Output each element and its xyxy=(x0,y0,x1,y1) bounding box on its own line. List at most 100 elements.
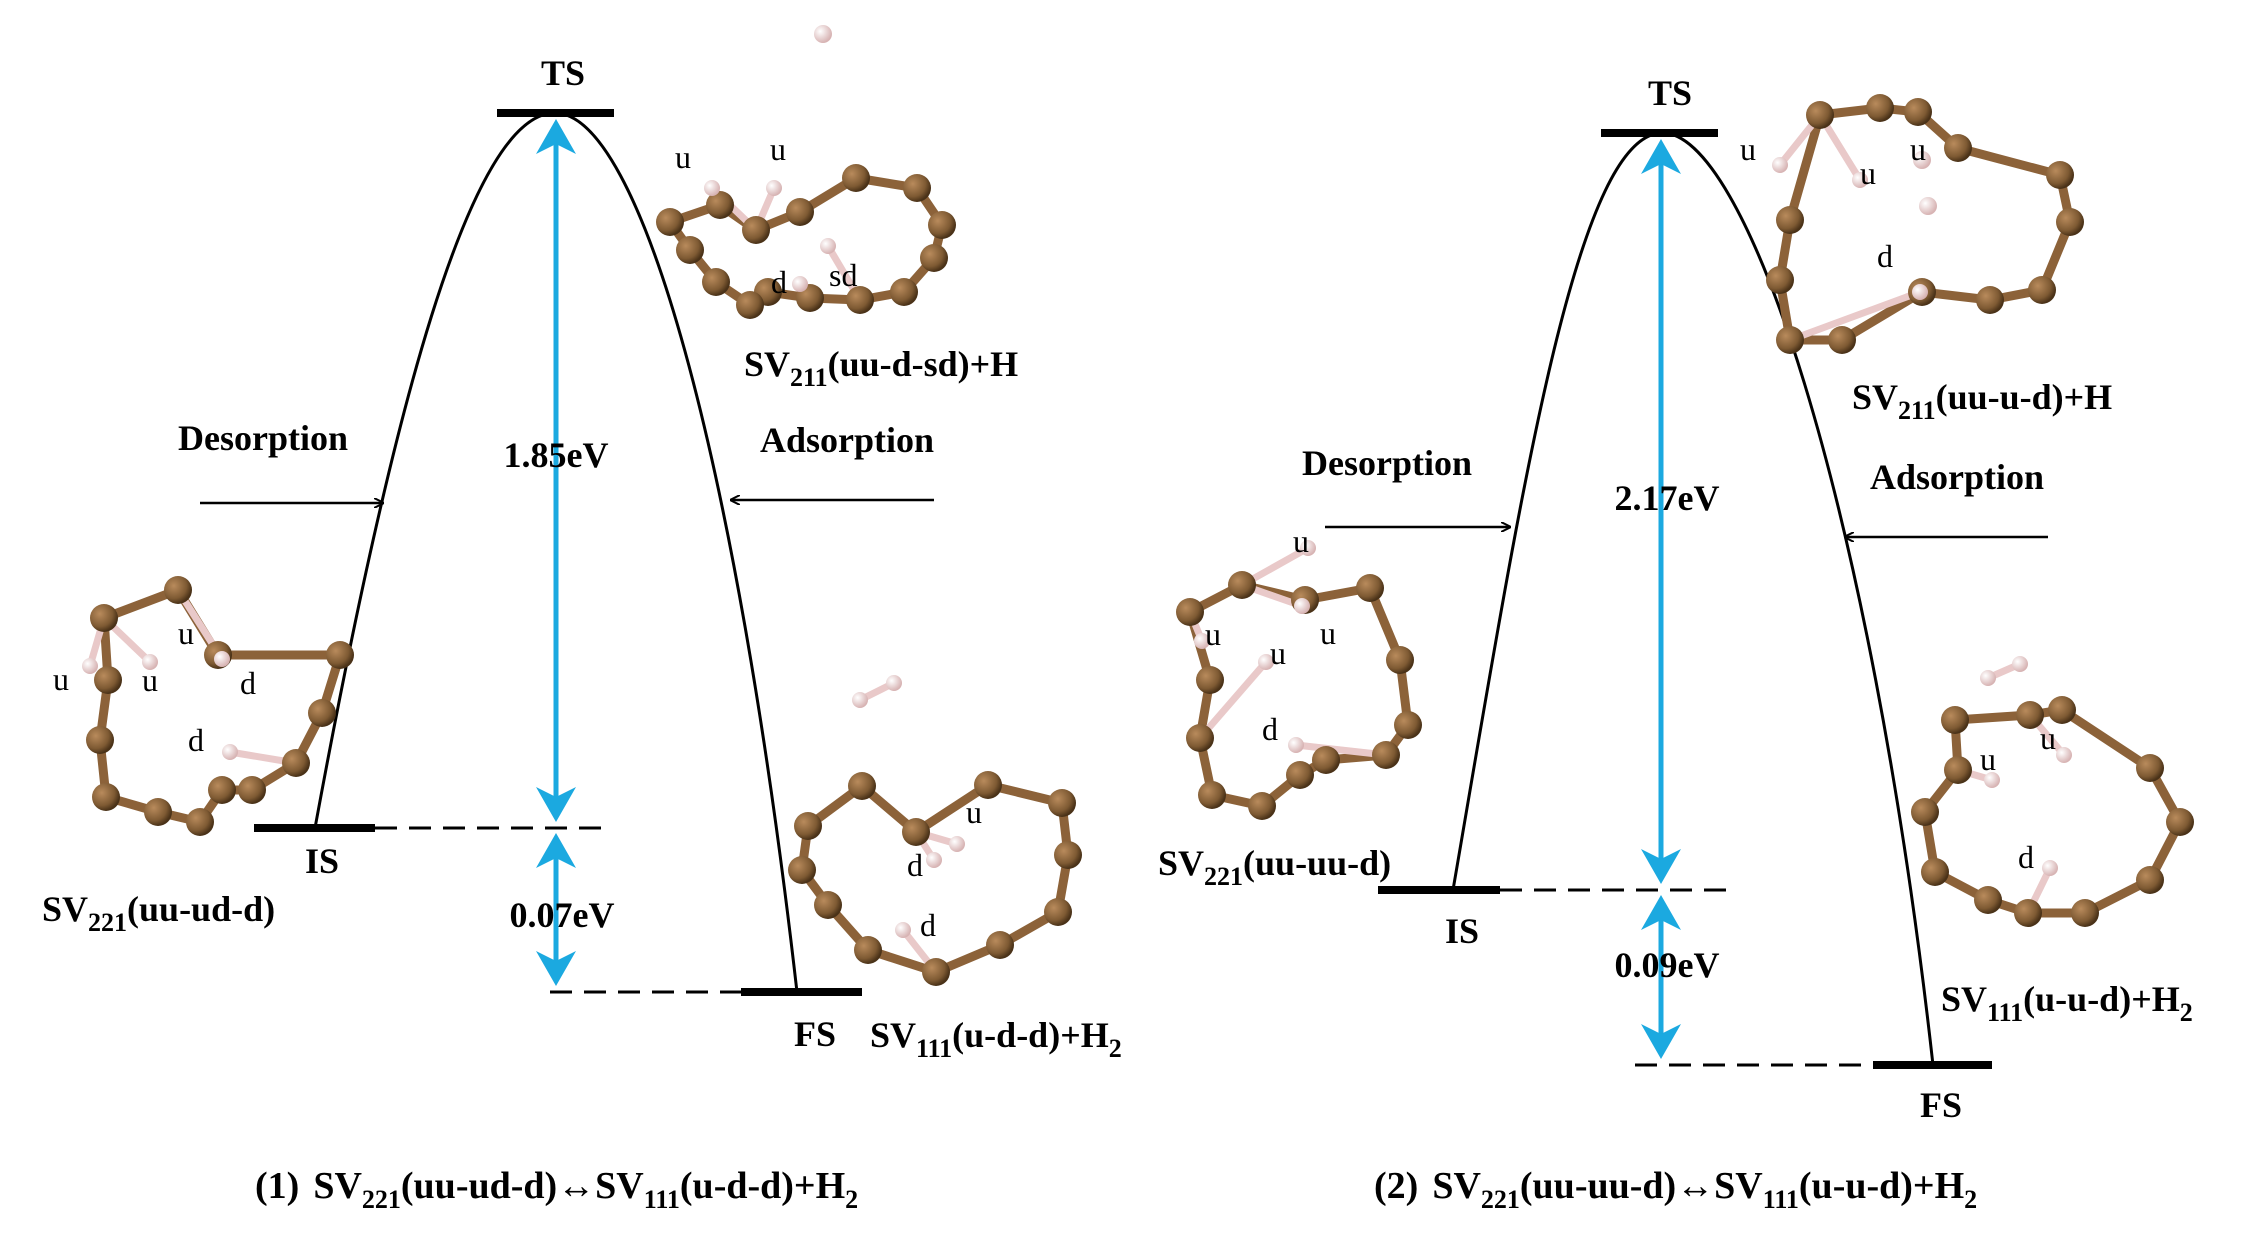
ts-atom-label-2a: u xyxy=(1740,131,1756,167)
carbon-atom xyxy=(1248,792,1276,820)
carbon-atom xyxy=(2136,866,2164,894)
carbon-atom xyxy=(788,856,816,884)
hydrogen-atom xyxy=(1913,151,1931,169)
carbon-atom xyxy=(1186,724,1214,752)
carbon-atom xyxy=(1054,841,1082,869)
carbon-atom xyxy=(1944,134,1972,162)
hydrogen-atom xyxy=(926,852,942,868)
is-atom-label-2d: u xyxy=(1320,615,1336,651)
hydrogen-bond xyxy=(1196,658,1270,742)
carbon-atom xyxy=(92,783,120,811)
hydrogen-atom xyxy=(820,238,836,254)
carbon-atom xyxy=(656,208,684,236)
hydrogen-atom xyxy=(852,692,868,708)
carbon-atom xyxy=(1921,858,1949,886)
carbon-atom xyxy=(1286,761,1314,789)
adsorption-label-1: Adsorption xyxy=(760,420,934,460)
carbon-atom xyxy=(2056,208,2084,236)
is-atom-label-1c: u xyxy=(178,615,194,651)
ts-atom-label-1c: d xyxy=(771,264,787,300)
fs-atom-label-2b: u xyxy=(2040,720,2056,756)
carbon-atom xyxy=(94,666,122,694)
fs-structure-name-2: SV111(u-u-d)+H2 xyxy=(1941,979,2193,1027)
delta-value-1: 0.07eV xyxy=(510,895,615,935)
carbon-atom xyxy=(736,291,764,319)
fs-atom-label-1b: d xyxy=(907,847,923,883)
molecule-fs-2 xyxy=(1911,656,2194,927)
carbon-atom xyxy=(1044,898,1072,926)
ts-atom-label-1d: sd xyxy=(829,257,857,293)
carbon-atom xyxy=(1776,206,1804,234)
carbon-atom xyxy=(1911,798,1939,826)
carbon-atom xyxy=(842,164,870,192)
hydrogen-atom xyxy=(82,658,98,674)
is-label-1: IS xyxy=(305,841,339,881)
delta-value-2: 0.09eV xyxy=(1615,945,1720,985)
carbon-atom xyxy=(814,891,842,919)
carbon-atom xyxy=(1196,666,1224,694)
carbon-atom xyxy=(90,604,118,632)
panel-1: TS IS FS 1.85eV 0.07eV Desorption Adsorp… xyxy=(42,25,1122,1214)
ts-atom-label-2c: u xyxy=(1860,155,1876,191)
carbon-atom xyxy=(1776,326,1804,354)
carbon-atom xyxy=(2048,696,2076,724)
carbon-atom xyxy=(890,278,918,306)
carbon-atom xyxy=(86,726,114,754)
carbon-atom xyxy=(1228,571,1256,599)
molecule-is-2 xyxy=(1176,540,1422,820)
carbon-atom xyxy=(1941,706,1969,734)
is-atom-label-2e: d xyxy=(1262,711,1278,747)
carbon-atom xyxy=(1976,286,2004,314)
fs-atom-label-2a: u xyxy=(1980,741,1996,777)
is-structure-name-1: SV221(uu-ud-d) xyxy=(42,889,275,937)
carbon-atom xyxy=(1312,746,1340,774)
carbon-atom xyxy=(920,244,948,272)
carbon-atom xyxy=(1176,598,1204,626)
barrier-value-1: 1.85eV xyxy=(504,435,609,475)
carbon-bond xyxy=(1837,287,1927,345)
carbon-bond xyxy=(2057,705,2155,773)
hydrogen-atom xyxy=(2012,656,2028,672)
carbon-atom xyxy=(676,236,704,264)
carbon-atom xyxy=(786,198,814,226)
carbon-atom xyxy=(308,699,336,727)
molecule-fs-1 xyxy=(788,675,1082,986)
fs-structure-name-1: SV111(u-d-d)+H2 xyxy=(870,1015,1122,1063)
hydrogen-atom xyxy=(886,675,902,691)
molecule-is-1 xyxy=(82,576,354,836)
carbon-atom xyxy=(1944,756,1972,784)
hydrogen-atom xyxy=(2042,860,2058,876)
is-atom-label-2c: u xyxy=(1270,635,1286,671)
is-atom-label-1d: d xyxy=(240,665,256,701)
carbon-atom xyxy=(326,641,354,669)
hydrogen-atom xyxy=(1288,737,1304,753)
panel-2: TS IS FS 2.17eV 0.09eV Desorption Adsorp… xyxy=(1158,73,2194,1214)
hydrogen-atom xyxy=(1772,157,1788,173)
carbon-atom xyxy=(928,211,956,239)
carbon-atom xyxy=(848,772,876,800)
carbon-atom xyxy=(238,776,266,804)
carbon-atom xyxy=(1866,94,1894,122)
ts-atom-label-2d: d xyxy=(1877,238,1893,274)
ts-structure-name-1: SV211(uu-d-sd)+H xyxy=(744,344,1018,392)
hydrogen-atom xyxy=(792,276,808,292)
carbon-atom xyxy=(2028,276,2056,304)
hydrogen-atom xyxy=(222,744,238,760)
hydrogen-bond xyxy=(1292,741,1390,759)
adsorption-label-2: Adsorption xyxy=(1870,457,2044,497)
carbon-atom xyxy=(1974,886,2002,914)
is-atom-label-2a: u xyxy=(1293,523,1309,559)
hydrogen-atom xyxy=(1912,284,1928,300)
is-atom-label-1a: u xyxy=(53,661,69,697)
carbon-atom xyxy=(2071,899,2099,927)
caption-1: (1)SV221(uu-ud-d)↔SV111(u-d-d)+H2 xyxy=(255,1165,858,1214)
carbon-bond xyxy=(1785,110,1825,225)
carbon-atom xyxy=(742,216,770,244)
is-label-2: IS xyxy=(1445,911,1479,951)
carbon-atom xyxy=(2166,808,2194,836)
carbon-atom xyxy=(1828,326,1856,354)
carbon-atom xyxy=(854,936,882,964)
hydrogen-atom xyxy=(142,654,158,670)
